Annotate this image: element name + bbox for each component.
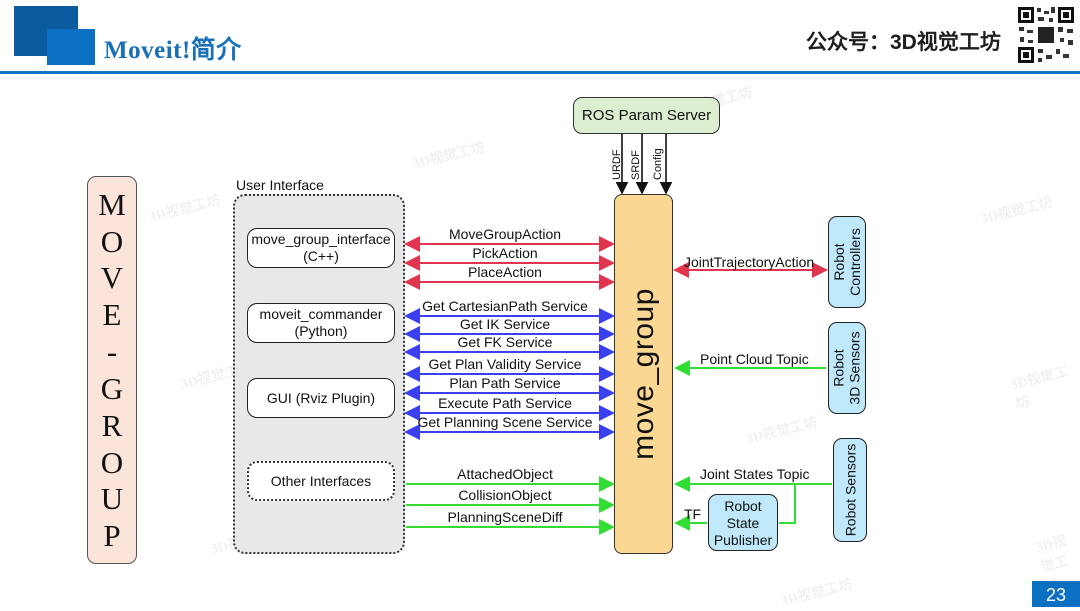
interface-gui-rviz-plugin: GUI (Rviz Plugin) [247, 378, 395, 418]
service-label: Get Plan Validity Service [428, 356, 582, 372]
logo-square-light [47, 29, 95, 65]
ros-param-server: ROS Param Server [573, 97, 720, 134]
title-letter: M [98, 186, 126, 222]
title-letter: P [103, 518, 121, 554]
title-letter: U [100, 481, 124, 517]
interface-name: GUI (Rviz Plugin) [266, 389, 376, 406]
title-letter: E [102, 297, 122, 333]
node-line: Robot [724, 498, 762, 514]
interface-other: Other Interfaces [247, 461, 395, 501]
link-label-joint-trajectory: JointTrajectoryAction [684, 254, 815, 270]
title-letter: O [100, 444, 124, 480]
action-label: MoveGroupAction [448, 226, 562, 242]
action-label: PickAction [472, 245, 538, 261]
title-letter: R [101, 407, 123, 443]
interface-name: move_group_interface [251, 231, 391, 247]
move-group-node [614, 194, 673, 554]
interface-moveit-commander: moveit_commander (Python) [247, 303, 395, 343]
service-label: Get CartesianPath Service [422, 298, 588, 314]
title-letter: O [100, 223, 124, 259]
service-label: Plan Path Service [449, 375, 561, 391]
qr-code-icon [1016, 5, 1076, 65]
move-group-vertical-title: M O V E - G R O U P [87, 176, 137, 564]
user-interface-label: User Interface [236, 177, 324, 193]
brand-label: 公众号：3D视觉工坊 [806, 31, 1001, 54]
robot-sensors-node: Robot Sensors [833, 438, 867, 542]
title-letter: - [106, 334, 118, 370]
link-label-joint-states: Joint States Topic [700, 466, 810, 482]
interface-name: moveit_commander [259, 306, 383, 322]
robot-state-publisher-node: Robot State Publisher [708, 494, 778, 551]
topic-label: CollisionObject [458, 487, 552, 503]
page-title: Moveit!简介 [104, 37, 242, 64]
interface-lang: (C++) [303, 248, 339, 264]
service-label: Get Planning Scene Service [417, 414, 593, 430]
title-letter: G [100, 370, 124, 406]
interface-lang: (Python) [294, 323, 348, 339]
link-label-point-cloud: Point Cloud Topic [700, 351, 809, 367]
page-number: 23 [1032, 581, 1080, 607]
link-label-tf: TF [684, 506, 702, 522]
service-label: Get FK Service [457, 334, 553, 350]
user-interface-group: move_group_interface (C++) moveit_comman… [233, 194, 405, 554]
node-line: State [726, 515, 760, 531]
title-letter: V [100, 260, 124, 296]
joint-states-to-rsp [779, 484, 796, 524]
header-divider [0, 71, 1080, 74]
topic-label: AttachedObject [457, 466, 553, 482]
interface-name: Other Interfaces [270, 472, 372, 489]
topic-label: PlanningSceneDiff [447, 509, 563, 525]
node-line: Publisher [713, 532, 773, 548]
action-label: PlaceAction [468, 264, 542, 280]
service-label: Execute Path Service [438, 395, 572, 411]
interface-move-group-interface: move_group_interface (C++) [247, 228, 395, 268]
service-label: Get IK Service [459, 316, 551, 332]
